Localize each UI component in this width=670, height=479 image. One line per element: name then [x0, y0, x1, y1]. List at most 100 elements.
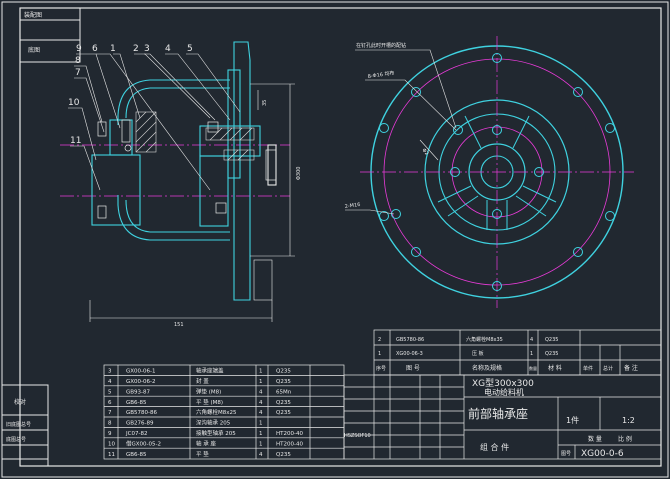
- bom-top-0-no: 2: [378, 337, 381, 343]
- bom-header-note: 备 注: [624, 364, 638, 372]
- parts-cell-mat: Q235: [276, 410, 291, 416]
- parts-cell-code: GB276-89: [126, 421, 154, 427]
- bom-top-1-name: 压 板: [472, 350, 484, 357]
- parts-cell-no: 7: [108, 410, 112, 416]
- front-section-view: [60, 41, 295, 322]
- bom-header-name: 名称及规格: [472, 364, 502, 372]
- part-number-1: 1: [110, 44, 116, 54]
- bom-top-1-mat: Q235: [545, 351, 558, 357]
- bom-top-1-qty: 1: [530, 351, 533, 357]
- parts-cell-no: 8: [108, 421, 112, 427]
- side-label-0: 装配图: [24, 11, 42, 19]
- parts-cell-code: JC07-82: [125, 431, 147, 437]
- dwg-label: 图号: [561, 451, 571, 457]
- bom-top-1-no: 1: [378, 351, 381, 357]
- part-number-3: 3: [144, 44, 150, 54]
- bom-header-unit: 单件: [583, 365, 593, 372]
- parts-cell-code: GB93-87: [126, 389, 151, 395]
- dim-small: 35: [262, 100, 268, 106]
- bom-header-no: 序号: [376, 365, 386, 372]
- parts-cell-mat: Q235: [276, 452, 291, 458]
- parts-cell-mat: Q235: [276, 400, 291, 406]
- bom-header-qty: 数量: [529, 365, 537, 371]
- parts-cell-no: 6: [108, 400, 112, 406]
- part-number-7: 7: [75, 68, 81, 78]
- parts-cell-no: 10: [108, 441, 115, 447]
- bom-header-mat: 材 料: [548, 364, 562, 372]
- side-label-top: [19, 7, 81, 63]
- side-label-1: 底图: [28, 46, 40, 54]
- parts-cell-name: 深沟轴承 205: [196, 419, 231, 427]
- part-number-5: 5: [187, 44, 193, 54]
- parts-cell-mat: 65Mn: [276, 389, 292, 395]
- bom-header-code: 图 号: [406, 365, 420, 372]
- parts-cell-code: GX00-06-1: [126, 369, 156, 375]
- parts-cell-qty: 1: [259, 369, 263, 375]
- parts-cell-mat: HT200-40: [276, 441, 303, 447]
- parts-cell-mat: Q235: [276, 369, 291, 375]
- bom-top-1-code: XG00-06-3: [396, 351, 423, 357]
- parts-cell-name: 轴 承 座: [196, 439, 216, 447]
- holes-note-2: 2-M16: [344, 202, 360, 210]
- parts-cell-no: 9: [108, 431, 112, 437]
- parts-cell-no: 5: [108, 389, 112, 395]
- part-kind: 组 合 件: [480, 442, 509, 452]
- parts-cell-name: 弹垫 (M8): [196, 387, 221, 395]
- bom-header-total: 总计: [603, 365, 613, 372]
- parts-cell-name: 接触型轴承 205: [196, 429, 236, 437]
- bom-top-0-mat: Q235: [545, 337, 558, 343]
- dim-height: Φ300: [296, 167, 302, 180]
- part-count: 1件: [566, 415, 579, 425]
- circular-view: [345, 36, 634, 308]
- side-label-bottom: [1, 384, 49, 466]
- part-number-11: 11: [70, 136, 81, 146]
- parts-cell-no: 11: [108, 452, 115, 458]
- parts-cell-code: GX00-06-2: [126, 379, 156, 385]
- part-number-2: 2: [133, 44, 139, 54]
- parts-cell-name: 封 盖: [196, 377, 209, 385]
- pcd-note: Φ2: [420, 147, 429, 156]
- holes-note-1: 8-Φ16 均布: [367, 69, 395, 80]
- parts-cell-no: 3: [108, 369, 112, 375]
- parts-cell-qty: 4: [259, 389, 263, 395]
- std-note: HSZSOF10: [344, 433, 371, 439]
- parts-cell-mat: Q235: [276, 379, 291, 385]
- parts-cell-name: 六角螺栓M8x25: [196, 408, 237, 416]
- parts-cell-mat: HT200-40: [276, 431, 303, 437]
- slot-note: 在钉孔此时开槽的配钻: [356, 42, 406, 49]
- side-label-3: 旧底图总号: [6, 421, 31, 428]
- bom-top-0-name: 六角螺栓M8x35: [466, 336, 503, 343]
- parts-cell-qty: 4: [259, 400, 263, 406]
- part-number-9: 9: [76, 44, 82, 54]
- parts-cell-name: 平 垫 (M8): [196, 398, 223, 406]
- parts-cell-name: 平 垫: [196, 450, 209, 458]
- side-label-4: 底图总号: [6, 436, 26, 443]
- parts-cell-code: 借GX00-05-2: [126, 439, 161, 447]
- part-number-10: 10: [68, 98, 80, 108]
- parts-cell-qty: 1: [259, 431, 263, 437]
- parts-table: [103, 364, 345, 460]
- parts-cell-qty: 4: [259, 410, 263, 416]
- part-name: 前部轴承座: [468, 406, 528, 421]
- inner-frame: [19, 7, 662, 467]
- parts-cell-no: 4: [108, 379, 112, 385]
- parts-cell-qty: 4: [259, 452, 263, 458]
- part-scale: 1:2: [622, 416, 635, 425]
- bom-top-0-code: GB5780-86: [396, 337, 424, 343]
- parts-cell-qty: 1: [259, 441, 263, 447]
- parts-cell-code: GB6-85: [126, 452, 147, 458]
- part-number-8: 8: [75, 56, 81, 66]
- drawing-number: XG00-0-6: [581, 449, 624, 459]
- project-subtitle: 电动给料机: [484, 387, 524, 397]
- bom-top-0-qty: 4: [530, 337, 533, 343]
- parts-cell-qty: 1: [259, 421, 263, 427]
- parts-cell-qty: 1: [259, 379, 263, 385]
- dim-width: 151: [174, 322, 184, 328]
- ratio-label: 比 例: [618, 435, 632, 443]
- title-block: [343, 374, 662, 460]
- part-number-4: 4: [165, 44, 171, 54]
- bom-top-table: [373, 329, 662, 376]
